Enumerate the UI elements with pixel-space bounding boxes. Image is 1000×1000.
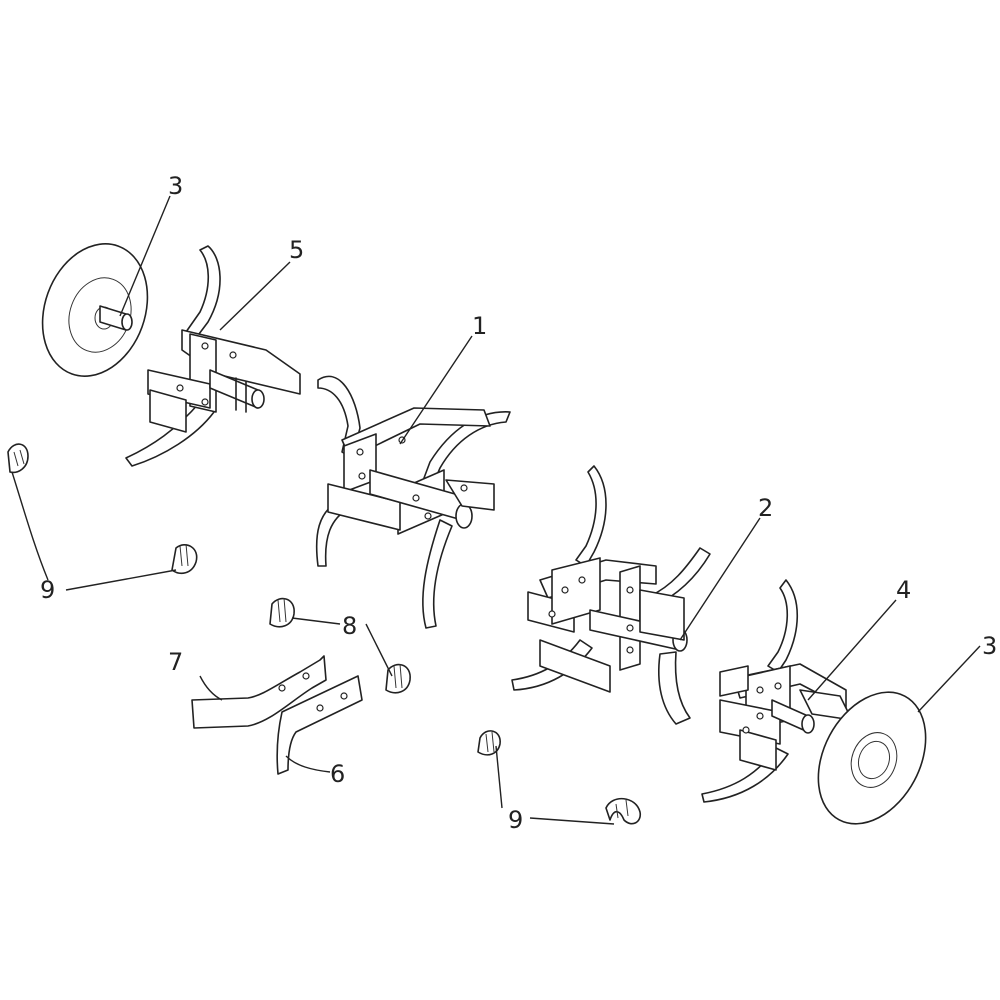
part-7-bracket: [191, 655, 327, 729]
right-outer-tine-assembly: [701, 579, 853, 803]
callout-5: 5: [289, 236, 304, 264]
callout-7: 7: [168, 648, 183, 676]
inner-tine-assembly-right: [511, 465, 711, 725]
callout-1: 1: [472, 312, 487, 340]
callout-3-left: 3: [168, 172, 183, 200]
callout-2: 2: [758, 494, 773, 522]
right-end-disc: [817, 691, 927, 825]
callout-9-left: 9: [40, 576, 55, 604]
clip-pin-upper-left: [7, 443, 29, 474]
callout-4: 4: [896, 576, 911, 604]
left-outer-tine-assembly: [125, 245, 301, 467]
clip-pin-lower: [477, 730, 501, 756]
left-end-disc: [41, 243, 149, 377]
clip-pin-left-mid: [171, 543, 198, 575]
callout-9-bottom: 9: [508, 806, 523, 834]
clip-pin-center: [269, 597, 295, 628]
clip-pin-bottom: [605, 797, 642, 825]
leader-lines: [11, 195, 981, 825]
inner-tine-assembly-left: [315, 375, 511, 629]
clip-pin-center-right: [385, 663, 411, 694]
part-6-bracket: [276, 675, 363, 775]
callout-3-right: 3: [982, 632, 997, 660]
callout-8: 8: [342, 612, 357, 640]
callout-6: 6: [330, 760, 345, 788]
